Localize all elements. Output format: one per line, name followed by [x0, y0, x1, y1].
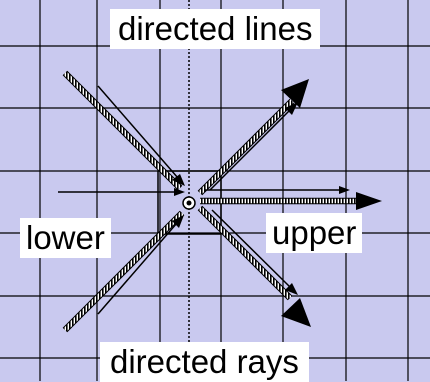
thin-line-lower-left — [97, 215, 184, 315]
directed-ray-upper-right — [197, 79, 309, 196]
directed-lines-label: directed lines — [110, 9, 321, 49]
thin-line-upper-right — [209, 102, 298, 191]
thin-line-lower-right — [211, 209, 298, 295]
origin-marker — [182, 196, 196, 210]
directed-ray-lower-right — [197, 205, 311, 327]
directed-line-lower-left — [62, 210, 185, 333]
directed-line-upper-left — [62, 70, 183, 191]
thin-line-upper-left — [97, 85, 185, 186]
upper-label: upper — [266, 213, 363, 253]
directed-line-horizontal — [58, 188, 185, 196]
directed-ray-right — [200, 192, 382, 210]
thin-line-right — [205, 186, 350, 194]
directed-rays-label: directed rays — [100, 342, 309, 382]
lower-label: lower — [20, 218, 111, 258]
